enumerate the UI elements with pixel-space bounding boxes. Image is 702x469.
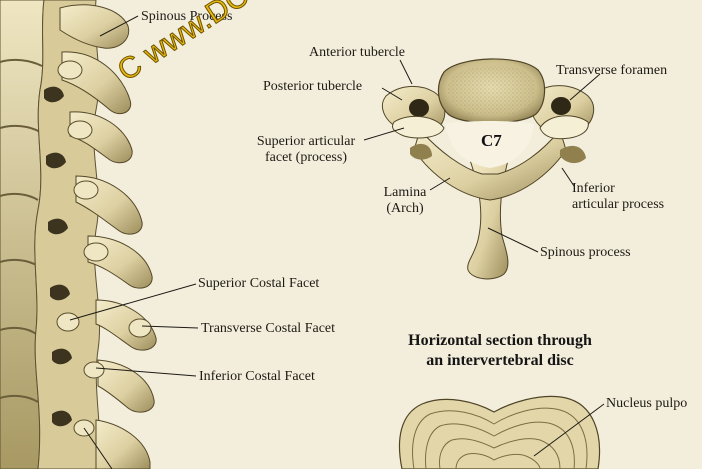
section-title-line2: an intervertebral disc (376, 351, 624, 371)
label-lamina-line1: Lamina (372, 185, 438, 201)
label-superior-articular-line2: facet (process) (244, 150, 368, 166)
section-title: Horizontal section through an interverte… (376, 331, 624, 371)
label-inferior-articular-line2: articular process (572, 197, 664, 213)
label-lamina: Lamina (Arch) (372, 185, 438, 217)
label-transverse-costal-facet: Transverse Costal Facet (201, 321, 335, 337)
vertebra-label-c7: C7 (481, 131, 502, 151)
label-spinous-process-c7: Spinous process (540, 245, 631, 261)
label-superior-costal-facet: Superior Costal Facet (198, 276, 319, 292)
label-superior-articular-line1: Superior articular (244, 134, 368, 150)
label-superior-articular-facet: Superior articular facet (process) (244, 134, 368, 166)
section-title-line1: Horizontal section through (376, 331, 624, 351)
label-transverse-foramen: Transverse foramen (556, 63, 667, 79)
label-lamina-line2: (Arch) (372, 201, 438, 217)
label-posterior-tubercle: Posterior tubercle (263, 79, 362, 95)
label-inferior-articular-line1: Inferior (572, 181, 664, 197)
label-anterior-tubercle: Anterior tubercle (309, 45, 405, 61)
label-inferior-costal-facet: Inferior Costal Facet (199, 369, 315, 385)
label-inferior-articular-process: Inferior articular process (572, 181, 664, 213)
intervertebral-disc (399, 396, 599, 469)
label-nucleus-pulposus: Nucleus pulpo (606, 396, 687, 412)
